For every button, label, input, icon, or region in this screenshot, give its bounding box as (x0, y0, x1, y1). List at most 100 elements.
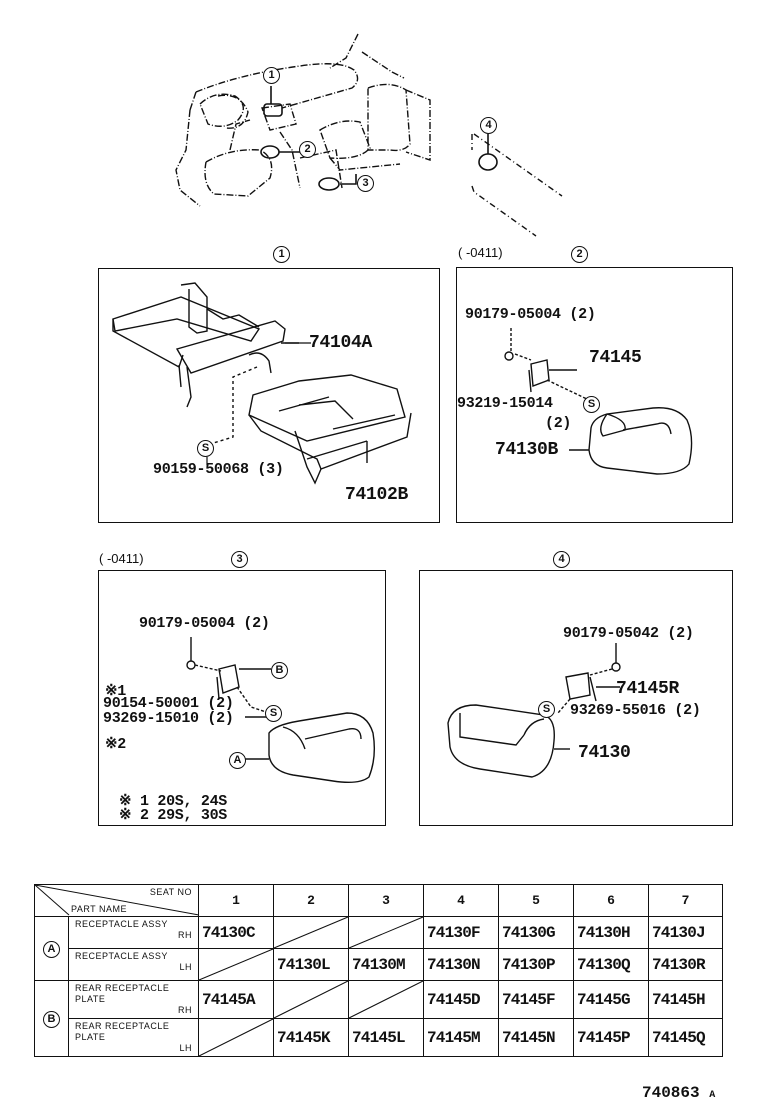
seat-col-3: 3 (348, 884, 424, 917)
part-cell: 74145F (498, 980, 574, 1019)
part-cell: 74130H (573, 916, 649, 949)
note-1-mark: ※1 (105, 683, 126, 700)
part-cell: 74130F (423, 916, 499, 949)
part-name-cell: REAR RECEPTACLE PLATE LH (68, 1018, 199, 1057)
part-90154-50001: 90154-50001 (2) (103, 695, 234, 712)
diagram-code: 740863 A (642, 1084, 715, 1102)
table-row: RECEPTACLE ASSY LH 74130L 74130M 74130N 7… (35, 948, 723, 981)
part-74145: 74145 (589, 348, 642, 368)
callout-3: 3 (357, 175, 374, 192)
part-90179-05004: 90179-05004 (2) (139, 615, 270, 632)
seat-col-1: 1 (198, 884, 274, 917)
part-74145r: 74145R (616, 679, 680, 699)
not-applicable-cell (198, 948, 274, 981)
part-93219-15014: 93219-15014 (457, 395, 553, 412)
part-name-cell: RECEPTACLE ASSY RH (68, 916, 199, 949)
part-cell: 74145P (573, 1018, 649, 1057)
part-name-cell: RECEPTACLE ASSY LH (68, 948, 199, 981)
diagonal-divider (34, 884, 200, 916)
seat-col-6: 6 (573, 884, 649, 917)
panel-3-range: ( -0411) (99, 551, 144, 566)
panel-3-receptacle: 90179-05004 (2) B ※1 90154-50001 (2) S 9… (98, 570, 386, 826)
part-side: RH (178, 930, 192, 940)
part-cell: 74145Q (648, 1018, 723, 1057)
note-2-mark: ※2 (105, 736, 126, 753)
panel-1-ashtray: 74104A S 90159-50068 (3) 74102B (98, 268, 440, 523)
table-header-row: SEAT NO PART NAME 1 2 3 4 5 6 7 (34, 884, 723, 917)
panel-4-receptacle: 90179-05042 (2) 74145R S 93269-55016 (2)… (419, 570, 733, 826)
symbol-b: B (271, 662, 288, 679)
panel-2-range: ( -0411) (458, 245, 503, 260)
vehicle-interior-drawing (175, 33, 563, 237)
part-cell: 74130G (498, 916, 574, 949)
note-2: ※ 2 29S, 30S (119, 807, 227, 824)
part-90179-05004: 90179-05004 (2) (465, 306, 596, 323)
part-90159-50068: 90159-50068 (3) (153, 461, 284, 478)
panel-2-index: 2 (571, 246, 588, 263)
symbol-s: S (265, 705, 282, 722)
screw-symbol: S (583, 396, 600, 413)
seat-no-label: SEAT NO (149, 887, 192, 897)
diagram-code-suffix: A (709, 1090, 716, 1101)
part-cell: 74145L (348, 1018, 424, 1057)
callout-4: 4 (480, 117, 497, 134)
group-b: B (34, 980, 69, 1057)
part-74130: 74130 (578, 743, 631, 763)
part-cell: 74145D (423, 980, 499, 1019)
part-cell: 74130P (498, 948, 574, 981)
part-cell: 74145H (648, 980, 723, 1019)
screw-symbol: S (197, 440, 214, 457)
group-a-symbol: A (43, 941, 60, 958)
seat-col-2: 2 (273, 884, 349, 917)
part-cell: 74130N (423, 948, 499, 981)
part-93269-15010: 93269-15010 (2) (103, 710, 234, 727)
part-name: REAR RECEPTACLE PLATE (75, 1021, 170, 1042)
not-applicable-cell (198, 1018, 274, 1057)
part-74130b: 74130B (495, 440, 559, 460)
part-74102b: 74102B (345, 485, 409, 505)
table-row: A RECEPTACLE ASSY RH 74130C 74130F 74130G… (34, 916, 723, 981)
seat-col-5: 5 (498, 884, 574, 917)
part-name-label: PART NAME (71, 904, 128, 914)
not-applicable-cell (348, 916, 424, 949)
part-cell: 74130C (198, 916, 274, 949)
part-cell: 74145M (423, 1018, 499, 1057)
seat-part-table: SEAT NO PART NAME 1 2 3 4 5 6 7 A RECEPT… (34, 884, 723, 1057)
part-cell: 74130J (648, 916, 723, 949)
part-name: RECEPTACLE ASSY (75, 951, 168, 961)
not-applicable-cell (273, 916, 349, 949)
not-applicable-cell (348, 980, 424, 1019)
diagram-code-number: 740863 (642, 1084, 700, 1102)
screw-qty: (2) (545, 415, 572, 432)
part-side: LH (179, 962, 192, 972)
not-applicable-cell (273, 980, 349, 1019)
receptacle-rh-drawing (504, 328, 693, 475)
part-cell: 74145N (498, 1018, 574, 1057)
symbol-a: A (229, 752, 246, 769)
panel-4-index: 4 (553, 551, 570, 568)
part-cell: 74130Q (573, 948, 649, 981)
part-74104a: 74104A (309, 333, 373, 353)
corner-header: SEAT NO PART NAME (34, 884, 200, 917)
part-side: LH (179, 1043, 192, 1053)
panel-1-index: 1 (273, 246, 290, 263)
group-a: A (34, 916, 69, 981)
note-1: ※ 1 20S, 24S (119, 793, 227, 810)
part-cell: 74145A (198, 980, 274, 1019)
seat-col-4: 4 (423, 884, 499, 917)
group-b-symbol: B (43, 1011, 60, 1028)
receptacle-rear-drawing (447, 643, 621, 778)
receptacle-detail-drawing (186, 637, 376, 784)
part-cell: 74130L (273, 948, 349, 981)
part-cell: 74145G (573, 980, 649, 1019)
part-side: RH (178, 1005, 192, 1015)
table-row: REAR RECEPTACLE PLATE LH 74145K 74145L 74… (35, 1018, 723, 1057)
callout-2: 2 (299, 141, 316, 158)
panel-2-receptacle: 90179-05004 (2) 74145 93219-15014 S (2) … (456, 267, 733, 523)
part-cell: 74130M (348, 948, 424, 981)
seat-col-7: 7 (648, 884, 723, 917)
part-name: RECEPTACLE ASSY (75, 919, 168, 929)
part-cell: 74145K (273, 1018, 349, 1057)
